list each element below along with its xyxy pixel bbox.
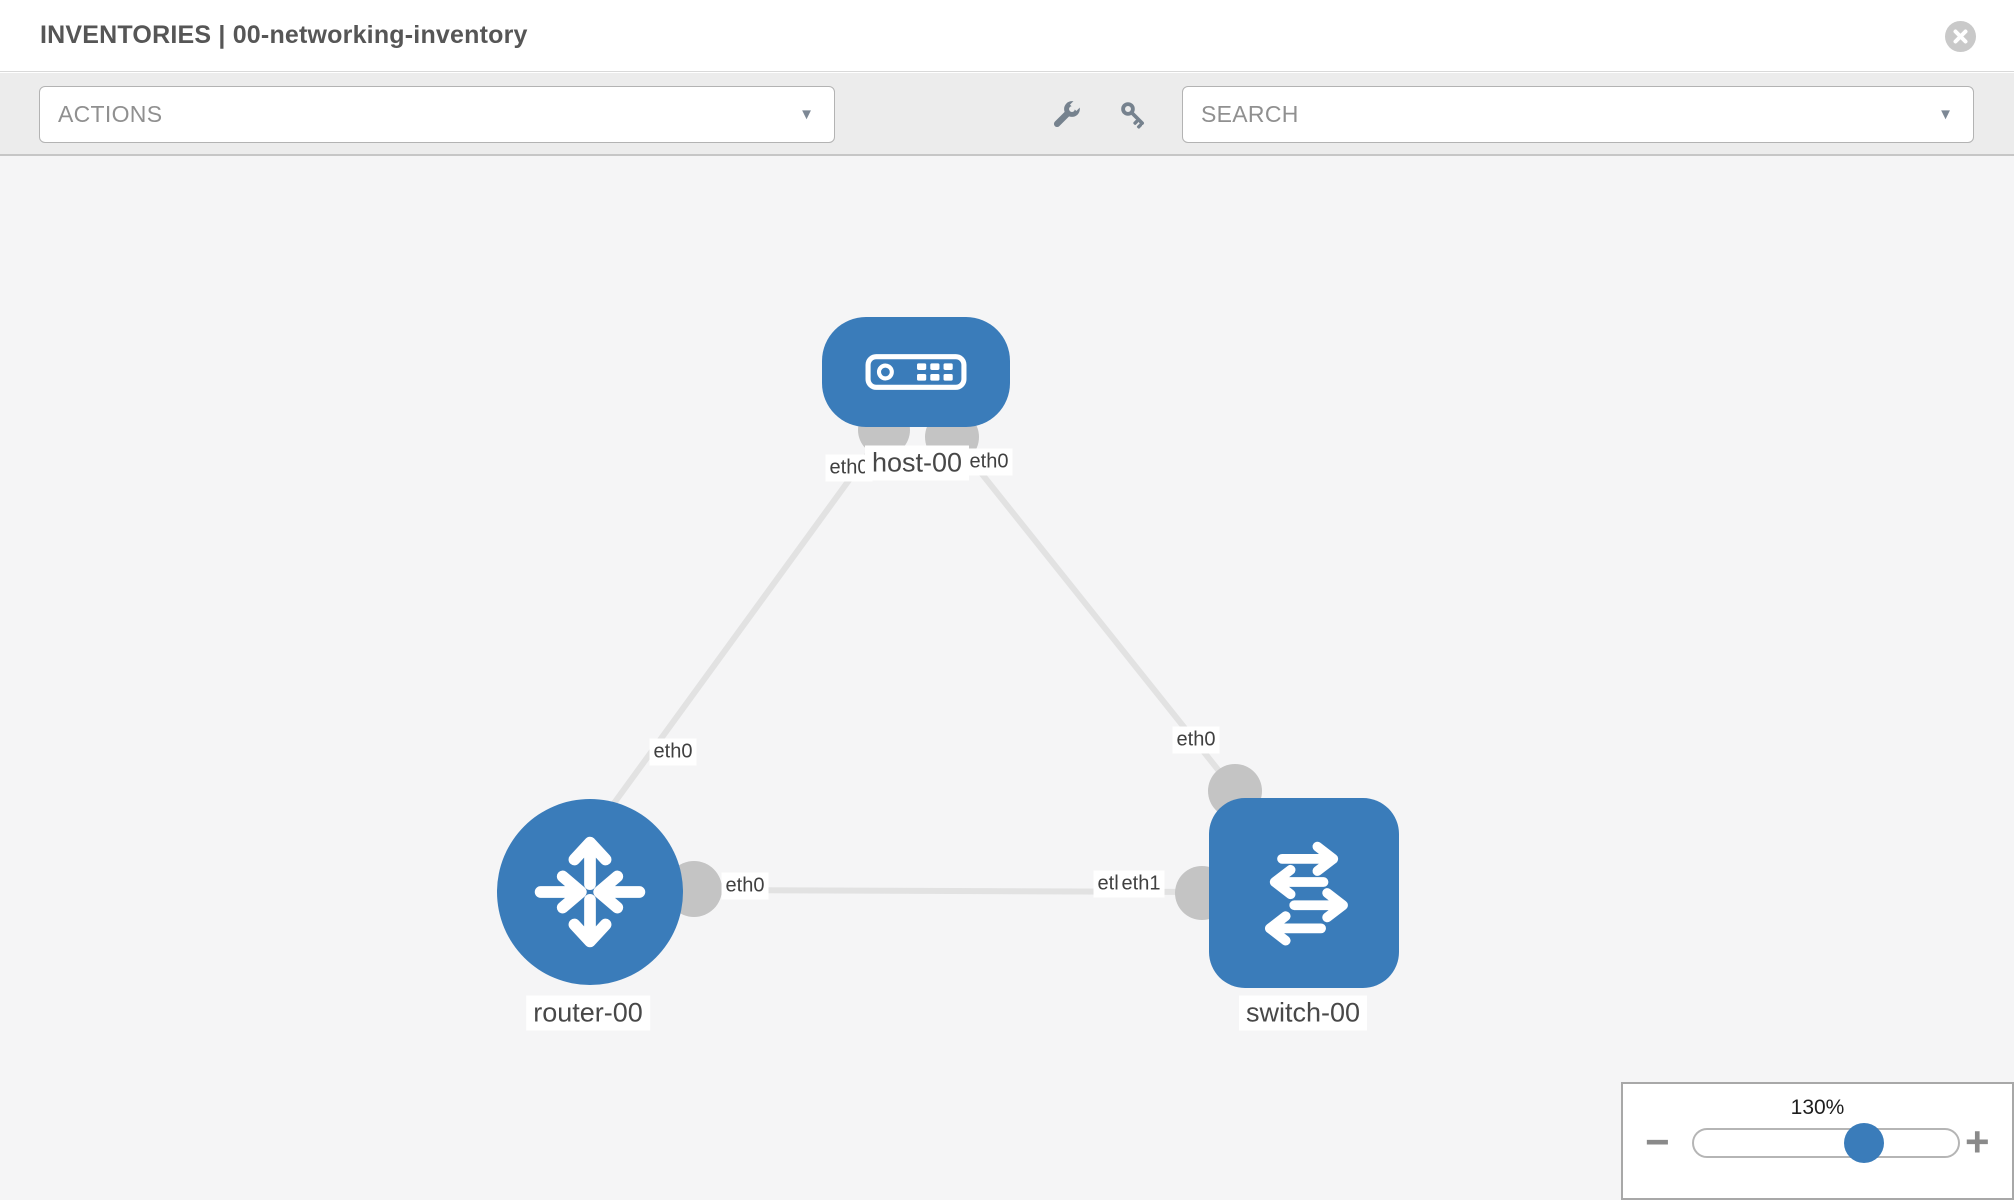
zoom-slider-track[interactable] bbox=[1692, 1123, 1960, 1163]
search-dropdown[interactable]: SEARCH ▼ bbox=[1182, 86, 1974, 143]
node-label-host: host-00 bbox=[864, 445, 970, 481]
zoom-level-value: 130% bbox=[1790, 1096, 1845, 1119]
interface-label-host-eth0-right: eth0 bbox=[965, 448, 1013, 476]
node-host-00[interactable] bbox=[822, 317, 1010, 427]
router-icon bbox=[534, 836, 646, 948]
interface-label-switch-eth0-upper: eth0 bbox=[1172, 726, 1220, 754]
zoom-panel: 130% − + bbox=[1621, 1082, 2014, 1200]
close-button[interactable] bbox=[1945, 21, 1976, 52]
actions-dropdown[interactable]: ACTIONS ▼ bbox=[39, 86, 835, 143]
topology-links bbox=[609, 430, 1238, 895]
configure-button[interactable] bbox=[1044, 95, 1088, 135]
interface-label-switch-eth1-mid: eth1 bbox=[1117, 870, 1165, 898]
zoom-in-button[interactable]: + bbox=[1965, 1118, 1990, 1165]
interface-label-router-eth0-mid: eth0 bbox=[721, 872, 769, 900]
search-placeholder: SEARCH bbox=[1201, 101, 1299, 127]
close-icon bbox=[1953, 29, 1968, 44]
zoom-slider-thumb[interactable] bbox=[1844, 1123, 1885, 1163]
chevron-down-icon: ▼ bbox=[1938, 106, 1953, 123]
topology-canvas[interactable]: host-00 router-00 switch-00 eth0 eth0 et… bbox=[0, 156, 2014, 1200]
key-icon bbox=[1121, 102, 1144, 129]
node-router-00[interactable] bbox=[497, 799, 683, 985]
actions-dropdown-label: ACTIONS bbox=[58, 101, 163, 127]
chevron-down-icon: ▼ bbox=[799, 106, 814, 123]
server-icon bbox=[865, 354, 967, 390]
node-label-switch: switch-00 bbox=[1238, 995, 1368, 1031]
zoom-out-button[interactable]: − bbox=[1645, 1118, 1670, 1165]
node-switch-00[interactable] bbox=[1209, 798, 1399, 988]
switch-icon bbox=[1264, 841, 1348, 946]
interface-label-router-eth0-upper: eth0 bbox=[649, 738, 697, 766]
credentials-button[interactable] bbox=[1112, 95, 1156, 135]
page-title: INVENTORIES | 00-networking-inventory bbox=[40, 21, 528, 49]
wrench-icon bbox=[1053, 101, 1080, 128]
node-label-router: router-00 bbox=[526, 995, 650, 1031]
interface-label-host-eth0-left: eth0 bbox=[825, 454, 873, 482]
titlebar: INVENTORIES | 00-networking-inventory bbox=[0, 0, 2014, 72]
toolbar: ACTIONS ▼ bbox=[0, 73, 2014, 156]
